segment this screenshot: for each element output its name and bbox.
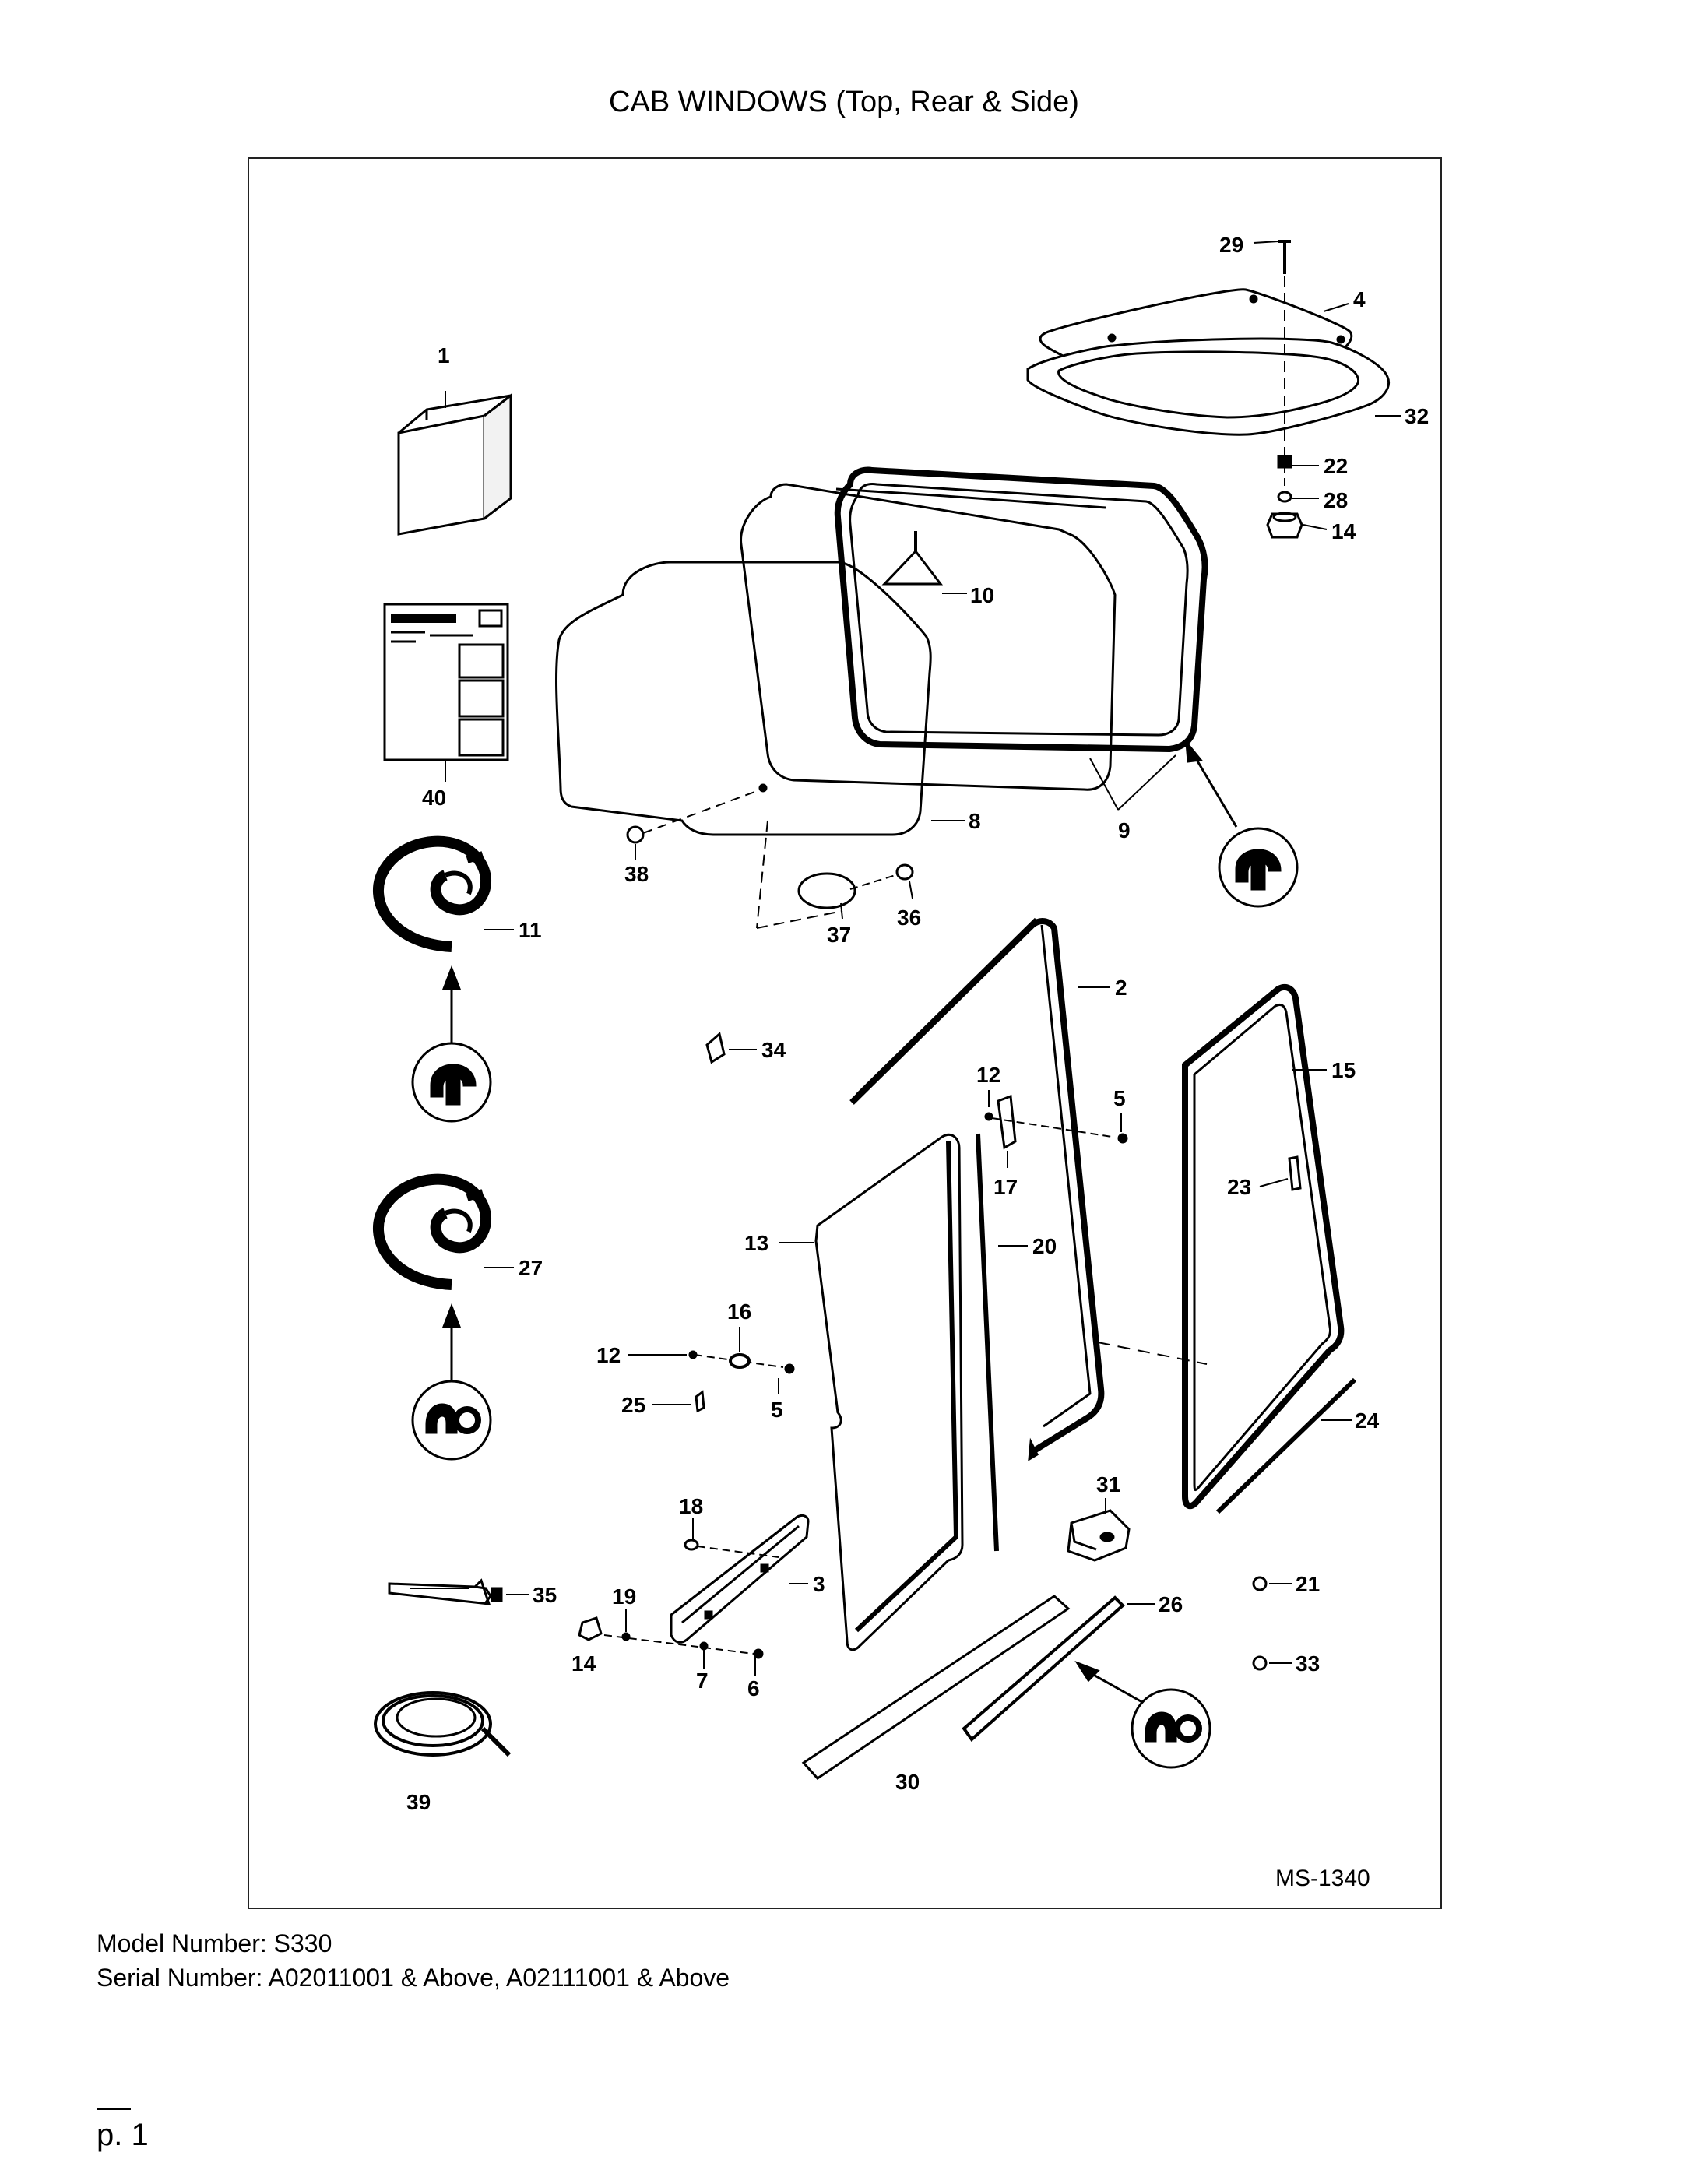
callout-10: 10 bbox=[970, 583, 994, 607]
callout-8: 8 bbox=[969, 809, 981, 833]
track-rail-part bbox=[670, 1514, 810, 1644]
callout-2: 2 bbox=[1115, 976, 1127, 1000]
diagram-code: MS-1340 bbox=[1275, 1866, 1370, 1891]
callout-38: 38 bbox=[624, 862, 649, 886]
callout-26: 26 bbox=[1159, 1592, 1183, 1616]
callout-11: 11 bbox=[519, 918, 542, 942]
callout-6: 6 bbox=[747, 1676, 760, 1700]
rear-window-glass-part bbox=[555, 561, 965, 836]
callout-9: 9 bbox=[1118, 818, 1131, 842]
latch-block-part bbox=[705, 1032, 757, 1064]
callout-32: 32 bbox=[1405, 404, 1429, 428]
seal-coil-part-27 bbox=[372, 1173, 514, 1461]
callout-labels: 29 4 32 22 28 14 1 10 40 8 9 38 11 36 37… bbox=[406, 233, 1429, 1891]
top-window-frame-part bbox=[1026, 337, 1401, 436]
latch-cable-part bbox=[797, 863, 914, 920]
model-number: Model Number: S330 bbox=[97, 1929, 332, 1957]
callout-36: 36 bbox=[897, 906, 921, 930]
door-strip-part bbox=[1215, 1377, 1357, 1514]
callout-35: 35 bbox=[533, 1583, 557, 1607]
callout-12-hinge: 12 bbox=[976, 1063, 1000, 1087]
callout-23: 23 bbox=[1227, 1175, 1251, 1199]
callout-21: 21 bbox=[1296, 1572, 1320, 1596]
seal-detail-callout bbox=[1185, 739, 1299, 908]
page-title: CAB WINDOWS (Top, Rear & Side) bbox=[609, 86, 1079, 118]
hinge-part bbox=[984, 1090, 1128, 1168]
callout-27: 27 bbox=[519, 1256, 543, 1280]
glass-hardware bbox=[628, 1327, 795, 1413]
callout-7: 7 bbox=[696, 1669, 709, 1693]
callout-17: 17 bbox=[993, 1175, 1018, 1199]
callout-30: 30 bbox=[895, 1770, 920, 1794]
door-latch-part bbox=[1259, 1155, 1302, 1191]
callout-34: 34 bbox=[761, 1038, 786, 1062]
callout-5-hinge: 5 bbox=[1113, 1086, 1126, 1110]
hose-coil-part bbox=[374, 1691, 512, 1757]
callout-3: 3 bbox=[813, 1572, 825, 1596]
callout-13: 13 bbox=[744, 1231, 768, 1255]
exploded-view-drawing: 29 4 32 22 28 14 1 10 40 8 9 38 11 36 37… bbox=[372, 233, 1429, 1891]
rear-window-seal-part bbox=[740, 466, 1208, 811]
callout-20: 20 bbox=[1032, 1234, 1057, 1258]
callout-14-top: 14 bbox=[1331, 519, 1356, 543]
rear-window-fastener bbox=[626, 790, 843, 929]
callout-18: 18 bbox=[679, 1494, 703, 1518]
small-clip-parts bbox=[1252, 1576, 1292, 1671]
rail-fastener-stack bbox=[578, 1609, 764, 1676]
serial-number: Serial Number: A02011001 & Above, A02111… bbox=[97, 1964, 730, 1992]
callout-40: 40 bbox=[422, 786, 446, 810]
callout-22: 22 bbox=[1324, 454, 1348, 478]
door-frame-seal-part bbox=[849, 917, 1208, 1461]
side-door-frame-part bbox=[1182, 983, 1345, 1510]
bottom-board-part bbox=[801, 1595, 1071, 1780]
callout-24: 24 bbox=[1355, 1409, 1380, 1433]
callout-33: 33 bbox=[1296, 1651, 1320, 1676]
seal-coil-part-11 bbox=[372, 835, 514, 1123]
callout-37: 37 bbox=[827, 923, 851, 947]
callout-5-glass: 5 bbox=[771, 1398, 783, 1422]
instruction-sheet-part bbox=[383, 603, 509, 782]
callout-12-glass: 12 bbox=[596, 1343, 621, 1367]
page-number: p. 1 bbox=[97, 2118, 149, 2152]
mount-block-part bbox=[1067, 1498, 1131, 1562]
callout-14-rail: 14 bbox=[571, 1651, 596, 1676]
side-glass-part bbox=[779, 1133, 964, 1651]
callout-39: 39 bbox=[406, 1790, 431, 1814]
callout-31: 31 bbox=[1096, 1472, 1120, 1496]
callout-4: 4 bbox=[1353, 287, 1366, 311]
callout-29: 29 bbox=[1219, 233, 1243, 257]
sealant-tube-part bbox=[388, 1578, 529, 1605]
rail-fastener-18 bbox=[684, 1518, 779, 1558]
latch-part bbox=[881, 531, 967, 594]
page-divider bbox=[97, 2108, 131, 2110]
callout-25: 25 bbox=[621, 1393, 645, 1417]
callout-19: 19 bbox=[612, 1584, 636, 1609]
kit-box-part bbox=[397, 392, 512, 536]
parts-diagram: 29 4 32 22 28 14 1 10 40 8 9 38 11 36 37… bbox=[248, 157, 1442, 1909]
callout-15: 15 bbox=[1331, 1058, 1356, 1082]
callout-16: 16 bbox=[727, 1299, 751, 1324]
callout-28: 28 bbox=[1324, 488, 1348, 512]
side-glass-strip-part bbox=[976, 1133, 1028, 1552]
bottom-strip-part bbox=[962, 1595, 1211, 1769]
top-fastener-stack bbox=[1253, 240, 1349, 539]
callout-1: 1 bbox=[438, 343, 450, 368]
